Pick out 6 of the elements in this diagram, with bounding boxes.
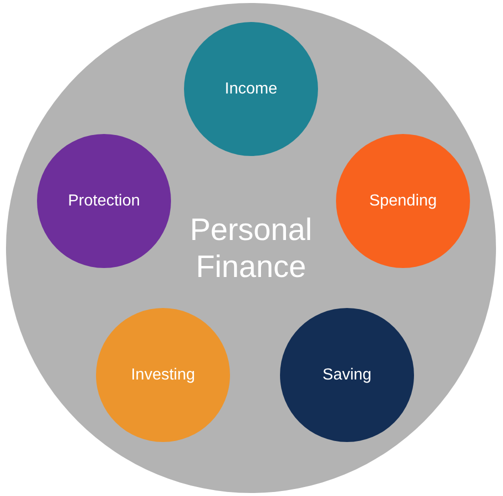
category-label: Saving bbox=[322, 366, 372, 384]
category-label: Income bbox=[224, 80, 278, 98]
category-label: Spending bbox=[368, 192, 438, 210]
category-label: Investing bbox=[130, 366, 196, 384]
category-label: Protection bbox=[66, 192, 142, 210]
topic-label: Personal Finance bbox=[188, 211, 314, 285]
